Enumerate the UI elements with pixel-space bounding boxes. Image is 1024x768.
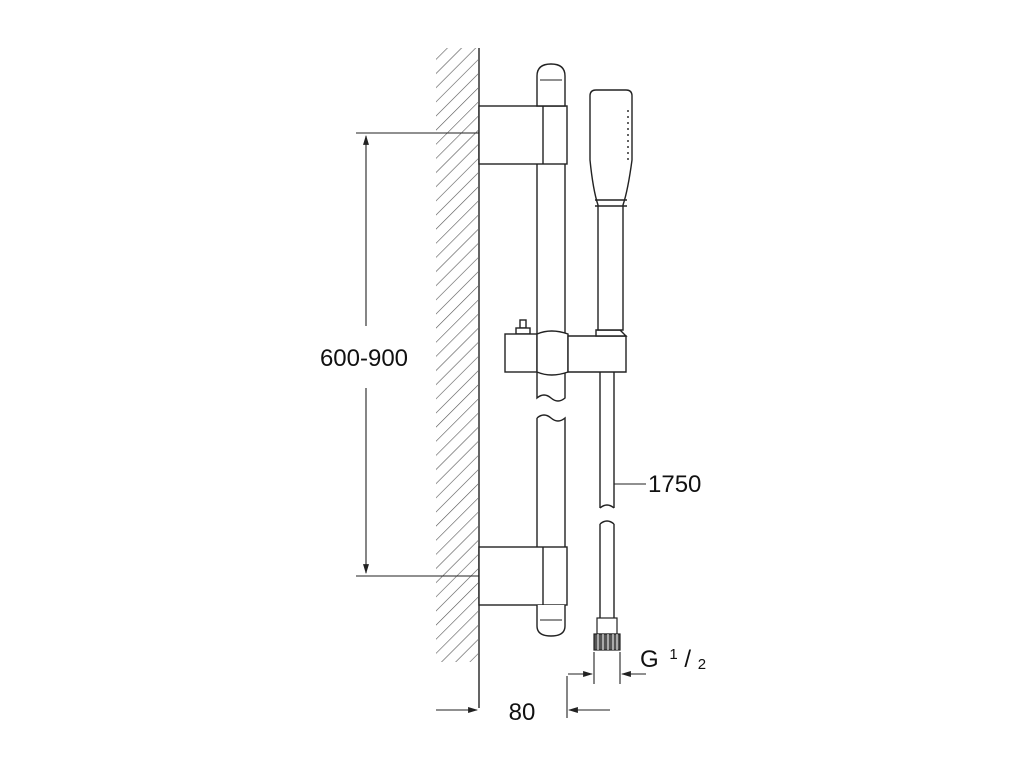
- slider-holder: [504, 319, 628, 384]
- wall: [436, 48, 480, 708]
- bottom-wall-bracket: [478, 546, 568, 606]
- thread-label: G 1 / 2: [640, 638, 706, 673]
- hand-shower: [589, 89, 633, 331]
- thread-numerator: 1: [669, 646, 677, 663]
- offset-dimension: [436, 676, 610, 718]
- rail-end-caps: [540, 79, 562, 621]
- thread-denominator: 2: [698, 656, 706, 673]
- thread-slash: /: [684, 646, 691, 673]
- height-dimension: [356, 132, 479, 577]
- top-wall-bracket: [478, 105, 568, 165]
- thread-dimension: [568, 652, 646, 684]
- height-range-label: 600-900: [320, 345, 408, 372]
- offset-label: 80: [509, 699, 536, 726]
- shower-rail: [536, 63, 566, 637]
- hose-length-label: 1750: [648, 471, 701, 498]
- thread-prefix: G: [640, 646, 659, 673]
- hose-nut: [593, 617, 621, 651]
- shower-hose: [599, 384, 615, 618]
